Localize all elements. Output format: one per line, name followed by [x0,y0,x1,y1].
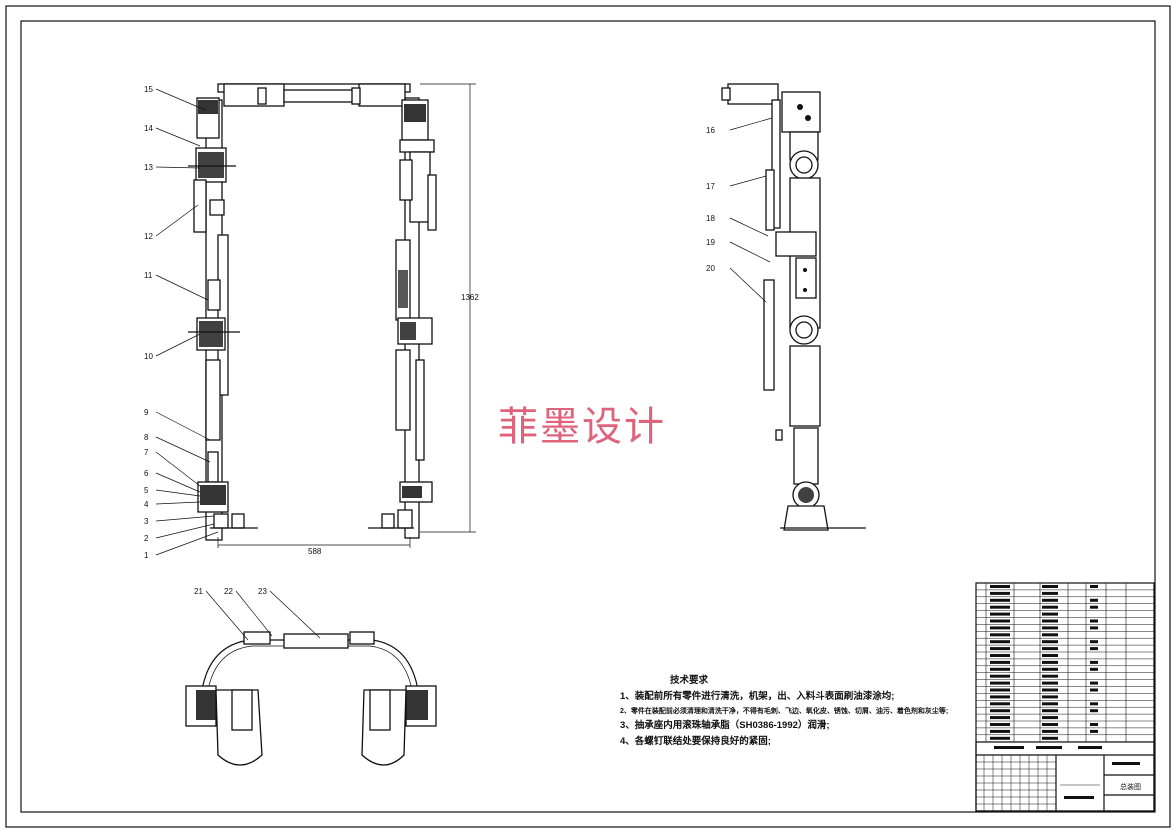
part-label-12: 12 [144,232,153,241]
part-label-18: 18 [706,214,715,223]
part-label-4: 4 [144,500,149,509]
part-label-22: 22 [224,587,233,596]
part-label-14: 14 [144,124,153,133]
note-item-3: 3、抽承座内用滚珠轴承脂（SH0386-1992）润滑; [620,719,830,731]
part-label-3: 3 [144,517,149,526]
title-block-grid [976,746,1140,811]
part-label-11: 11 [144,271,153,280]
inner-border [20,20,1156,813]
part-label-21: 21 [194,587,203,596]
height-dimension: 1362 [461,293,479,302]
part-label-15: 15 [144,85,153,94]
part-label-20: 20 [706,264,715,273]
watermark: 菲墨设计 [498,404,666,450]
top-view: 21 22 23 [185,587,437,766]
side-view: 16 17 18 19 20 [706,83,866,531]
part-label-19: 19 [706,238,715,247]
part-label-10: 10 [144,352,153,361]
note-item-1: 1、装配前所有零件进行清洗，机架，出、入料斗表面刷油漆涂均; [620,690,894,702]
part-label-6: 6 [144,469,149,478]
width-dimension: 588 [308,547,322,556]
notes-title: 技术要求 [670,674,709,686]
title-block: 总装图 [975,582,1155,812]
note-item-2: 2、零件在装配前必须清理和清洗干净，不得有毛刺、飞边、氧化皮、锈蚀、切屑、油污、… [620,706,948,715]
part-label-17: 17 [706,182,715,191]
outer-border [5,5,1171,828]
part-label-16: 16 [706,126,715,135]
part-label-8: 8 [144,433,149,442]
part-label-1: 1 [144,551,149,560]
part-label-5: 5 [144,486,149,495]
parts-list [975,582,1155,742]
part-label-13: 13 [144,163,153,172]
front-view: 588 1362 15 14 13 12 11 10 9 8 7 6 5 4 3… [144,83,479,560]
part-label-9: 9 [144,408,149,417]
note-item-4: 4、各螺钉联结处要保持良好的紧固; [620,735,771,747]
technical-requirements: 技术要求 1、装配前所有零件进行清洗，机架，出、入料斗表面刷油漆涂均; 2、零件… [620,674,948,747]
part-label-2: 2 [144,534,149,543]
part-label-7: 7 [144,448,149,457]
part-label-23: 23 [258,587,267,596]
drawing-name: 总装图 [1120,782,1141,791]
